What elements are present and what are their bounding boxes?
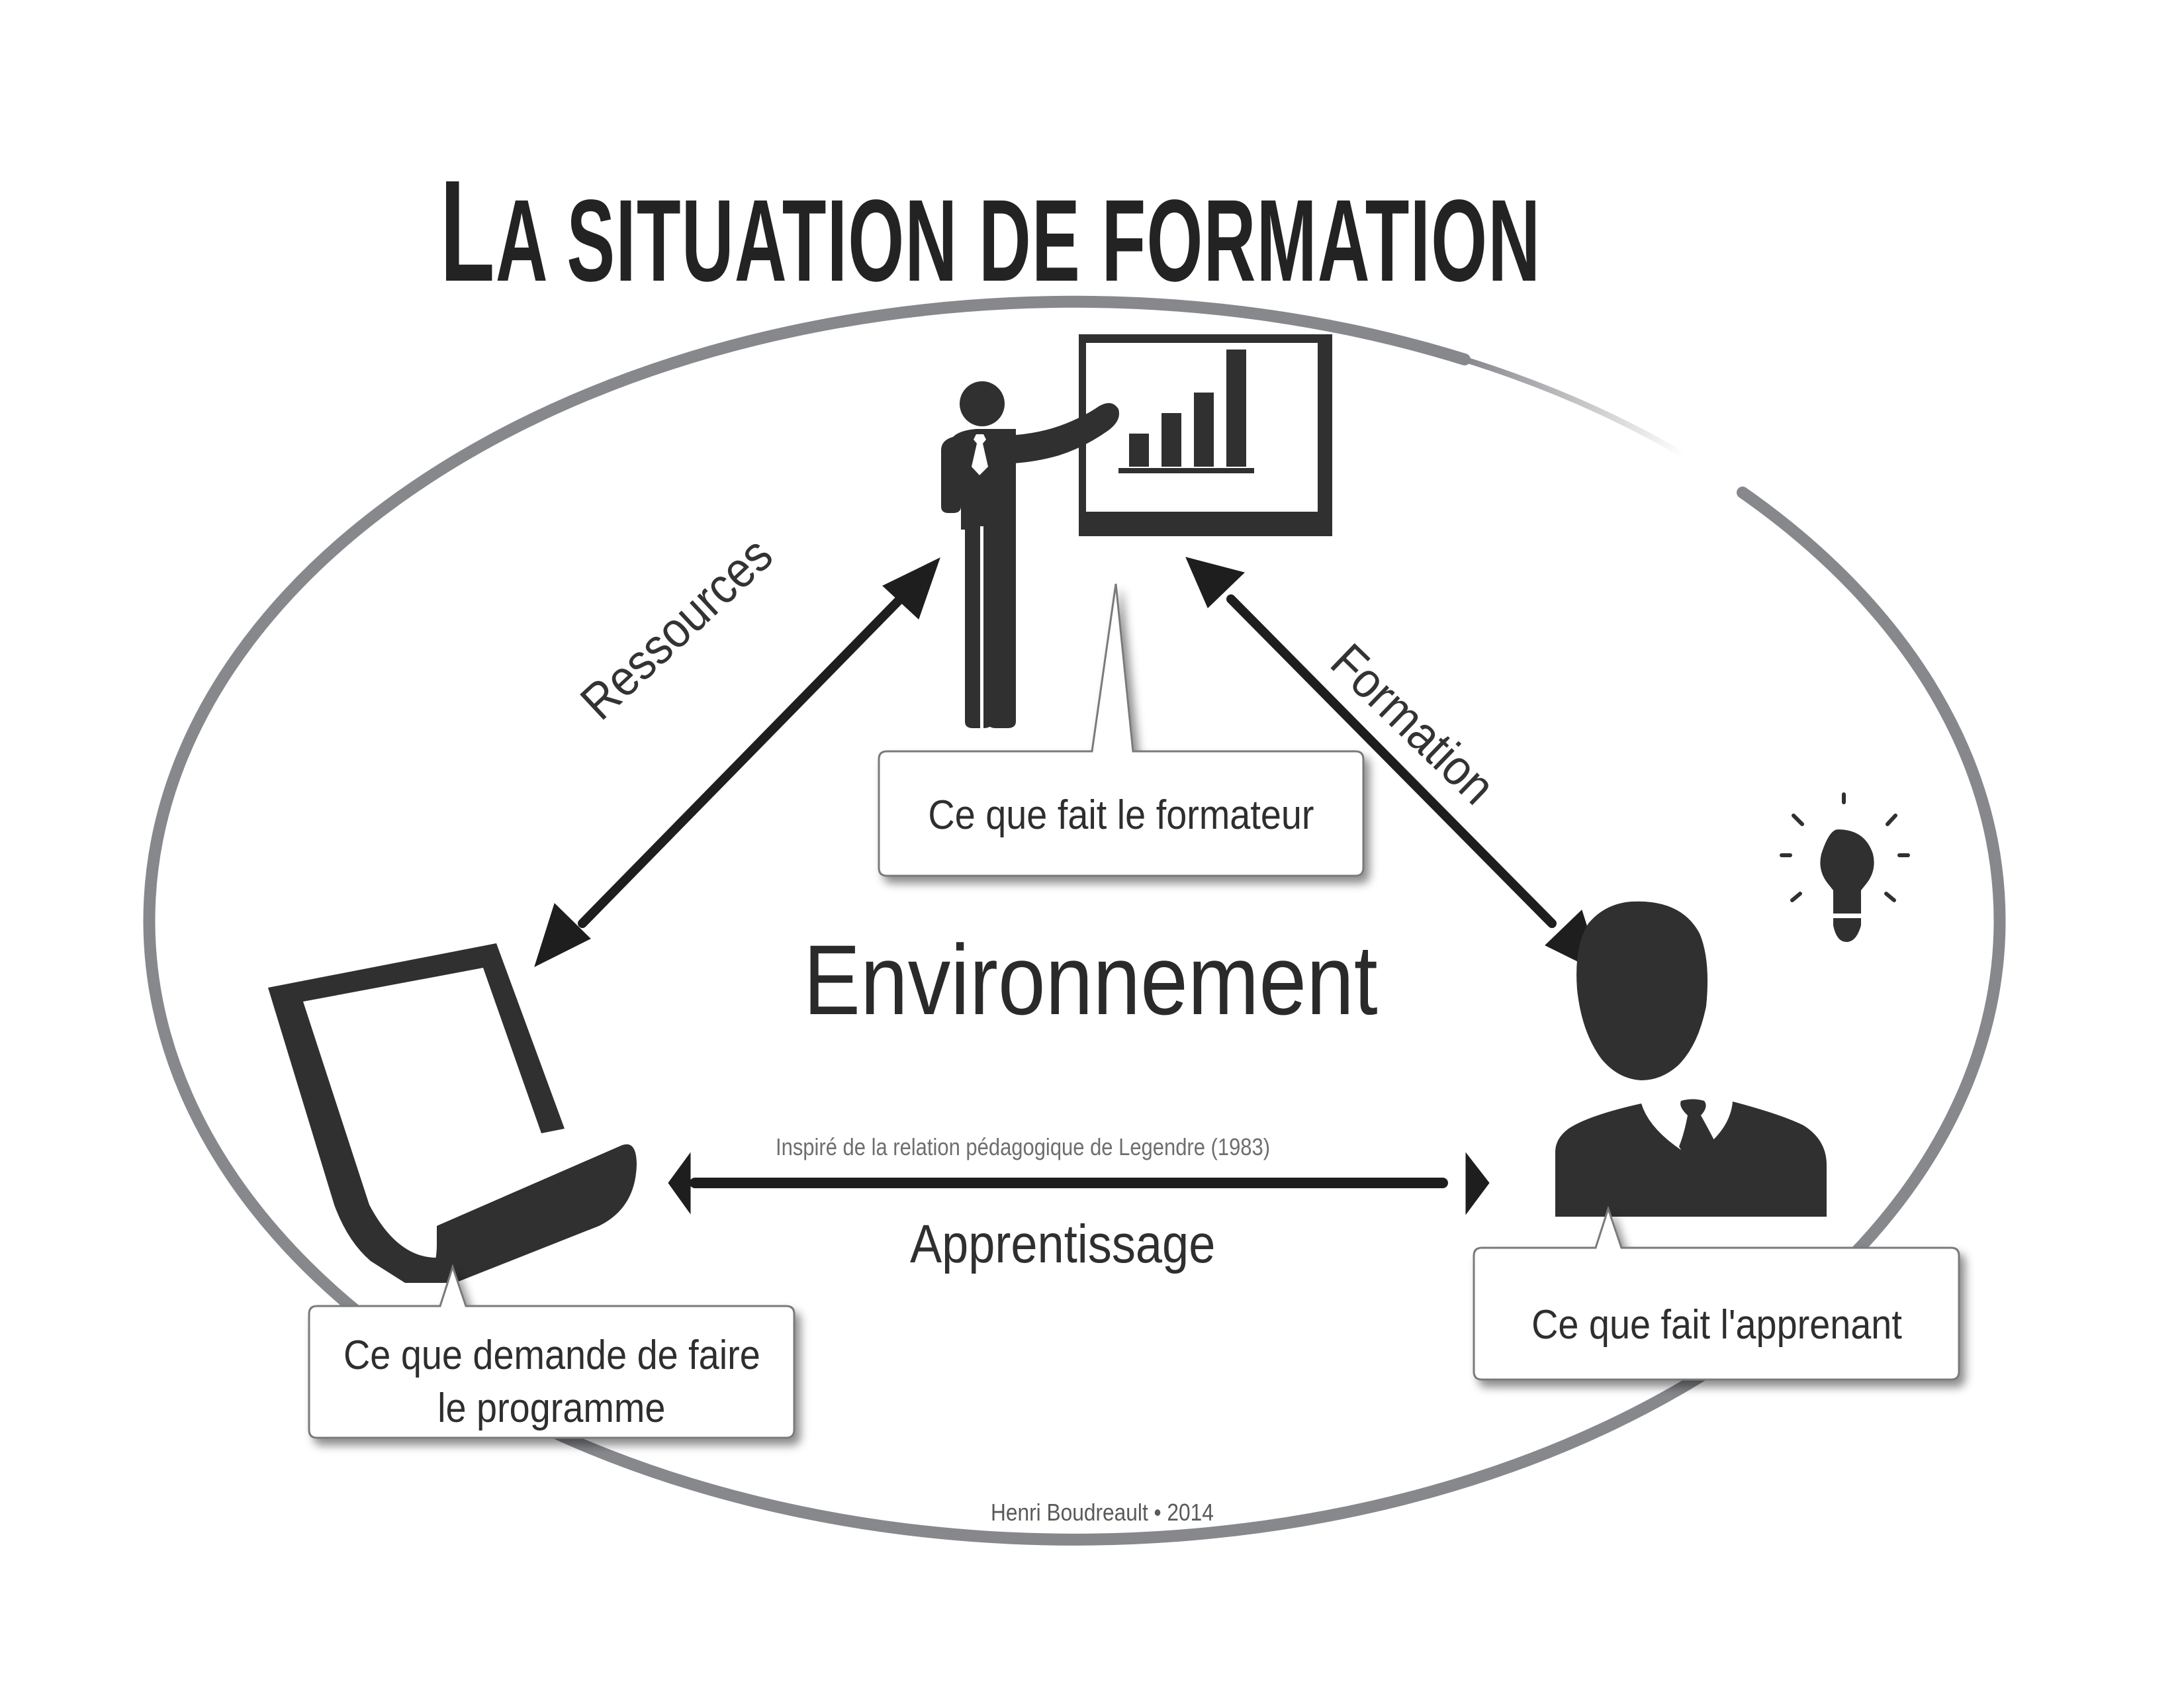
arrowhead-down-left-arrow	[534, 903, 591, 967]
arrowhead-top-arrow	[1185, 557, 1245, 608]
arrowhead-right-arrow	[1465, 1152, 1490, 1215]
page-title: LA SITUATION DE FORMATION	[440, 160, 1540, 306]
label-apprentissage: Apprentissage	[910, 1214, 1216, 1274]
arrow-ressources	[534, 557, 940, 967]
callout-formateur	[878, 583, 1365, 877]
callout-apprenant-text: Ce que fait l'apprenant	[1474, 1299, 1959, 1352]
document-page-icon	[268, 943, 637, 1283]
callout-programme-line2: le programme	[437, 1385, 666, 1431]
credit-note: Inspiré de la relation pédagogique de Le…	[776, 1133, 1271, 1160]
callout-formateur-text: Ce que fait le formateur	[879, 789, 1363, 842]
arrowhead-left-arrow	[668, 1152, 691, 1215]
callout-programme-line1: Ce que demande de faire	[343, 1333, 760, 1378]
lightbulb-icon	[1780, 792, 1910, 942]
callout-apprenant-label: Ce que fait l'apprenant	[1531, 1302, 1902, 1348]
title-rest: SITUATION DE FORMATION	[545, 176, 1541, 306]
author-credit: Henri Boudreault • 2014	[991, 1499, 1214, 1526]
ellipse-fading-arc	[1461, 356, 1688, 459]
presenter-with-chart-icon	[941, 334, 1332, 728]
person-with-lightbulb-icon	[1555, 792, 1910, 1217]
title-initial: L	[440, 151, 496, 312]
arrow-apprentissage	[668, 1152, 1490, 1215]
callout-programme	[308, 1264, 796, 1439]
arrowhead-up-left-arrow	[882, 557, 940, 620]
title-word-rest: A	[495, 176, 546, 306]
callout-apprenant	[1473, 1205, 1960, 1381]
callout-formateur-label: Ce que fait le formateur	[928, 792, 1314, 838]
callout-programme-text: Ce que demande de faire le programme	[309, 1329, 794, 1435]
label-environnement: Environnement	[803, 924, 1378, 1035]
